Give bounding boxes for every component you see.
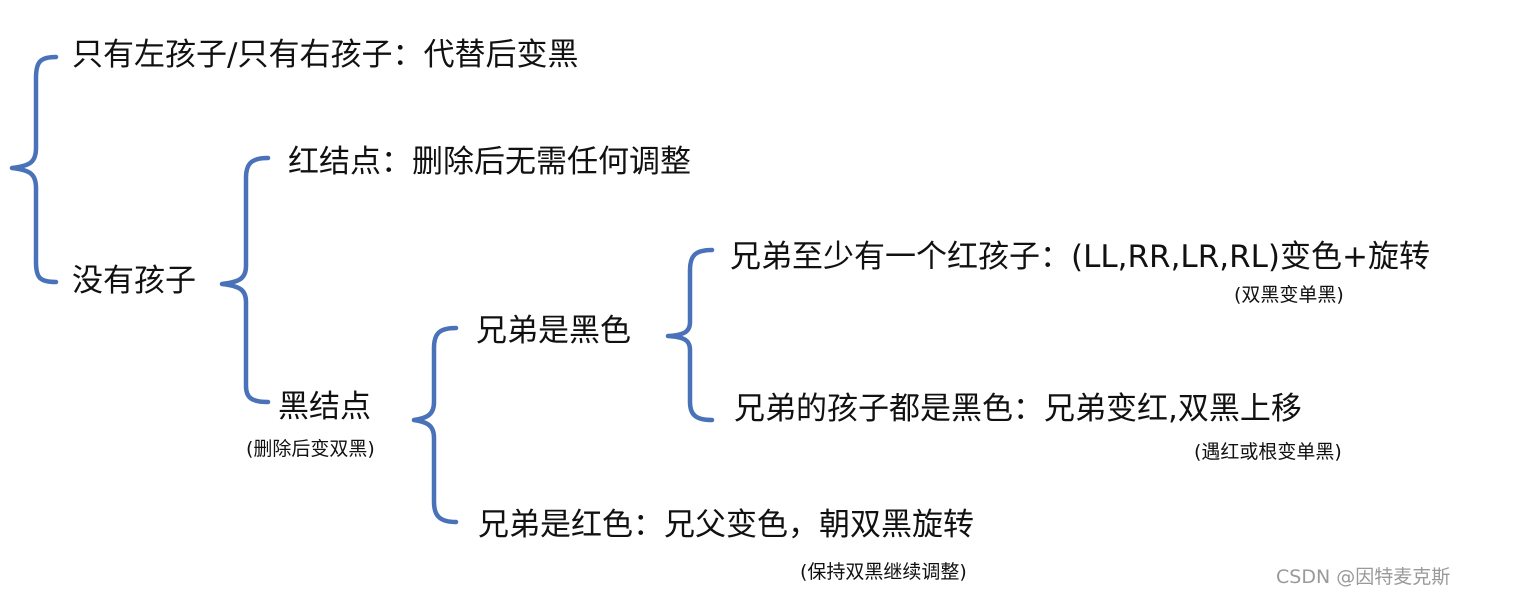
watermark: CSDN @因特麦克斯 <box>1276 566 1451 588</box>
node-sibling-red-note: (保持双黑继续调整) <box>800 561 967 583</box>
node-sibling-has-red-child: 兄弟至少有一个红孩子：(LL,RR,LR,RL)变色+旋转 <box>730 239 1430 275</box>
node-sibling-red: 兄弟是红色：兄父变色，朝双黑旋转 <box>478 507 974 543</box>
brace-root <box>9 54 59 285</box>
node-red: 红结点：删除后无需任何调整 <box>288 144 691 180</box>
node-no-child: 没有孩子 <box>72 263 196 299</box>
node-black-note: (删除后变双黑) <box>246 438 375 460</box>
node-sibling-children-black: 兄弟的孩子都是黑色：兄弟变红,双黑上移 <box>734 391 1302 427</box>
node-sibling-black: 兄弟是黑色 <box>476 313 631 349</box>
brace-no-child <box>219 155 271 405</box>
node-only-one-child: 只有左孩子/只有右孩子：代替后变黑 <box>72 37 579 73</box>
brace-black-node <box>411 325 459 525</box>
brace-sibling-black <box>665 247 715 423</box>
node-sibling-children-black-note: (遇红或根变单黑) <box>1194 441 1342 463</box>
node-sibling-has-red-child-note: (双黑变单黑) <box>1234 284 1344 306</box>
node-black: 黑结点 <box>278 389 371 425</box>
